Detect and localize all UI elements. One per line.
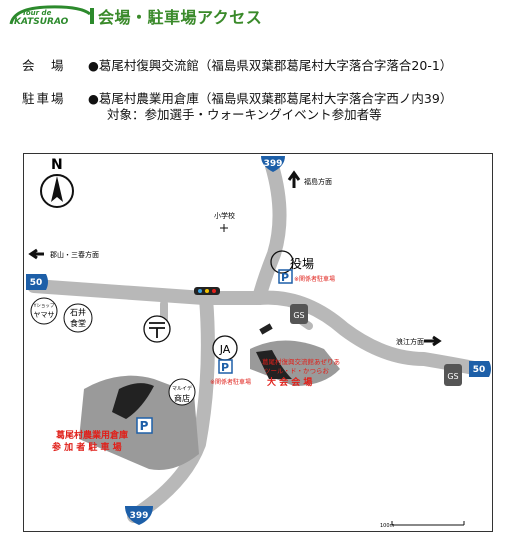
official-parking-label-ja: ※関係者駐車場 [210,378,251,386]
gas-station-icon-top [290,304,308,324]
gas-station-icon-right [444,364,462,386]
ishii-circle [63,303,93,333]
north-arrow-icon [40,174,74,208]
venue-name-3: 大 会 会 場 [267,376,312,388]
north-arrow-needle [51,176,63,202]
access-map: N 399 399 50 50 福島方面 郡山・三春方面 浪江方面 小学校 役場… [23,153,493,532]
parking-p-main: P [140,419,149,433]
parking-text: ●葛尾村農業用倉庫（福島県双葉郡葛尾村大字落合字西ノ内39） [88,91,453,106]
route-50-left-shield [26,274,48,290]
access-map-svg: N 399 399 50 50 福島方面 郡山・三春方面 浪江方面 小学校 役場… [26,156,491,529]
official-parking-sign-ja [218,359,233,374]
official-parking-sign-top [278,269,293,284]
official-parking-label-top: ※関係者駐車場 [294,275,335,283]
route-50-east-road [252,290,486,376]
to-namie-label: 浪江方面 [396,337,424,346]
warehouse-building [112,383,154,419]
namie-arrow-icon [424,335,442,347]
roads [27,159,486,523]
venue-line: 会 場 ●葛尾村復興交流館（福島県双葉郡葛尾村大字落合字落合20-1） [22,55,452,74]
venue-name-2: ツール・ド・かつらお [264,367,330,375]
venue-small-building [259,323,273,335]
participant-parking-sign [136,417,153,434]
gs-label-right: GS [447,372,458,381]
route-50-right-label: 50 [473,365,486,375]
scale-bar [391,521,465,526]
to-koriyama-label: 郡山・三春方面 [50,250,99,259]
yamasa-small-label: Yショップ [33,303,55,309]
parking-note: 対象：参加選手・ウォーキングイベント参加者等 [107,107,382,122]
parking-name-1: 葛尾村農業用倉庫 [55,429,128,441]
post-office-mark [149,322,165,338]
route-50-right-shield [469,361,491,377]
tour-de-katsurao-logo: Tour de KATSURAO [9,5,91,26]
parking-name-2: 参 加 者 駐 車 場 [52,441,122,453]
traffic-light-yellow [205,289,209,293]
marui-label-2: 商店 [174,393,190,403]
route-399-top-shield [261,156,285,172]
ja-label: JA [219,343,231,356]
scale-label: 100m [380,523,395,529]
page-title: 会場・駐車場アクセス [98,8,263,27]
route-399-bottom-label: 399 [130,511,149,521]
route-50-left-label: 50 [30,278,43,288]
koriyama-arrow-icon [28,248,44,260]
yamasa-circle [30,297,58,325]
venue-label: 会 場 [22,58,66,73]
to-fukushima-label: 福島方面 [304,177,332,186]
gs-label-top: GS [293,311,304,320]
route-399-top-label: 399 [264,159,283,169]
parking-line: 駐車場 ●葛尾村農業用倉庫（福島県双葉郡葛尾村大字落合字西ノ内39） [22,88,452,107]
traffic-light-blue [198,289,202,293]
north-label: N [51,157,63,173]
traffic-light-red [212,289,216,293]
fukushima-arrow-icon [287,170,301,188]
ishii-label-1: 石井 [70,307,86,317]
school-icon [220,224,228,232]
village-office-icon [270,250,294,274]
venue-building [256,350,292,379]
svg-text:KATSURAO: KATSURAO [14,17,69,26]
venue-name-1: 葛尾村復興交流館あぜりあ [262,357,340,366]
svg-text:Tour de: Tour de [22,9,52,17]
village-office-label: 役場 [290,256,314,271]
venue-text: ●葛尾村復興交流館（福島県双葉郡葛尾村大字落合字落合20-1） [88,58,453,73]
route-399-north-road [252,159,287,305]
school-label: 小学校 [214,211,235,220]
parking-label: 駐車場 [22,91,66,106]
title-accent-bar [90,8,94,24]
route-50-west-road [27,279,266,305]
parking-p-ja: P [221,361,229,374]
route-399-south-road [127,291,215,523]
yamasa-label: ヤマサ [34,311,55,319]
marui-circle [168,378,196,406]
ishii-label-2: 食堂 [70,318,86,328]
parking-p-top: P [281,271,289,284]
route-399-bottom-shield [125,506,153,525]
marui-label-1: マルイデ [172,385,192,392]
